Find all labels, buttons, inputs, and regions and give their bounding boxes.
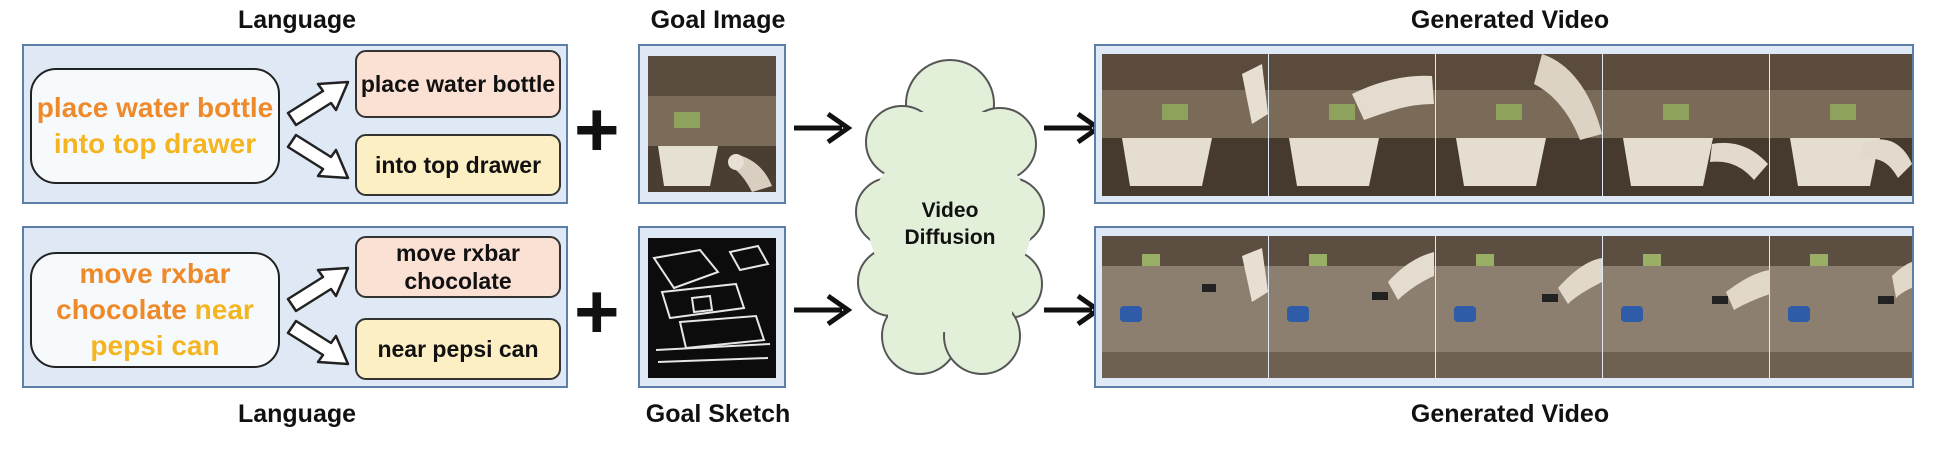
language-heading-bottom: Language	[237, 400, 357, 428]
generated-video-heading-top: Generated Video	[1410, 6, 1610, 34]
goal-sketch	[648, 238, 776, 378]
plus-sign-2: +	[574, 267, 620, 355]
goal-image	[648, 56, 776, 192]
sub-task-box-2a: move rxbar chocolate	[355, 236, 561, 298]
instruction-part-1: move rxbar chocolate	[56, 258, 231, 325]
generated-video-heading-bottom: Generated Video	[1410, 400, 1610, 428]
instruction-part-2: near pepsi can	[90, 294, 254, 361]
instruction-part-2: into top drawer	[53, 128, 257, 159]
video-diffusion-cloud	[855, 59, 1045, 375]
sub-task-box-2b: near pepsi can	[355, 318, 561, 380]
plus-sign-1: +	[574, 85, 620, 173]
split-arrows-1	[286, 80, 350, 180]
goal-image-heading: Goal Image	[650, 6, 786, 34]
split-arrows-2	[286, 266, 350, 366]
sub-task-box-1b: into top drawer	[355, 134, 561, 196]
arrow-right-icon	[794, 293, 853, 327]
instruction-part-1: place water bottle	[36, 92, 274, 123]
generated-video-strip-2	[1094, 226, 1914, 388]
goal-image-frame	[638, 44, 786, 204]
video-frames-1	[1102, 54, 1912, 196]
hollow-arrow-up-icon	[286, 80, 350, 127]
goal-sketch-heading: Goal Sketch	[645, 400, 791, 428]
language-heading-top: Language	[237, 6, 357, 34]
arrow-right-icon	[1044, 293, 1103, 327]
arrow-right-icon	[1044, 111, 1103, 145]
model-label: Video Diffusion	[904, 199, 996, 249]
arrow-to-model-1	[794, 111, 853, 145]
hollow-arrow-down-icon	[286, 133, 350, 180]
instruction-box-1: place water bottle into top drawer	[30, 68, 280, 184]
instruction-box-2: move rxbar chocolate near pepsi can	[30, 252, 280, 368]
sub-task-box-1a: place water bottle	[355, 50, 561, 118]
hollow-arrow-up-icon	[286, 266, 350, 313]
generated-video-strip-1	[1094, 44, 1914, 204]
goal-sketch-frame	[638, 226, 786, 388]
video-frames-2	[1102, 236, 1912, 378]
hollow-arrow-down-icon	[286, 319, 350, 366]
arrow-to-model-2	[794, 293, 853, 327]
arrow-right-icon	[794, 111, 853, 145]
